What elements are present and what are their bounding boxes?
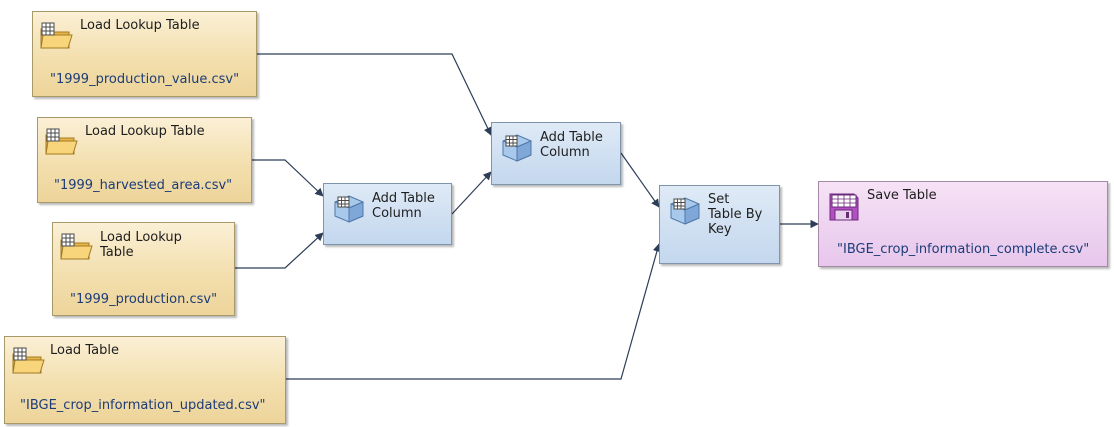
floppy-disk-icon (829, 193, 859, 221)
cube-table-icon (670, 197, 700, 225)
node-file-name: "IBGE_crop_information_updated.csv" (20, 398, 266, 413)
node-title: Load Lookup Table (100, 230, 182, 260)
cube-table-icon (502, 134, 532, 162)
folder-table-icon (45, 128, 78, 155)
node-load-table-crop-information[interactable]: Load Table "IBGE_crop_information_update… (4, 336, 286, 424)
node-save-table[interactable]: Save Table "IBGE_crop_information_comple… (818, 181, 1108, 267)
node-file-name: "IBGE_crop_information_complete.csv" (837, 242, 1090, 257)
connector-add1-to-add2 (451, 171, 492, 215)
node-add-table-column-1[interactable]: Add Table Column (323, 183, 452, 245)
node-title: Load Table (50, 343, 119, 358)
connector-load2-to-add1 (252, 159, 324, 197)
node-set-table-by-key[interactable]: Set Table By Key (659, 185, 780, 264)
node-load-lookup-production-value[interactable]: Load Lookup Table "1999_production_value… (32, 11, 257, 97)
node-title: Add Table Column (540, 130, 603, 160)
node-add-table-column-2[interactable]: Add Table Column (491, 122, 621, 185)
node-title: Set Table By Key (708, 192, 763, 237)
node-load-lookup-harvested-area[interactable]: Load Lookup Table "1999_harvested_area.c… (37, 117, 252, 203)
connector-load1-to-add2 (257, 53, 492, 136)
folder-table-icon (12, 347, 45, 374)
node-title: Save Table (867, 188, 937, 203)
node-file-name: "1999_harvested_area.csv" (54, 178, 233, 193)
folder-table-icon (40, 22, 73, 49)
connector-add2-to-setkey (620, 152, 660, 208)
folder-table-icon (60, 233, 93, 260)
node-title: Load Lookup Table (80, 18, 200, 33)
connector-load3-to-add1 (235, 232, 324, 269)
node-title: Add Table Column (372, 191, 435, 221)
node-title: Load Lookup Table (85, 124, 205, 139)
node-file-name: "1999_production.csv" (70, 292, 218, 307)
node-file-name: "1999_production_value.csv" (50, 72, 240, 87)
connector-load4-to-setkey (286, 243, 661, 380)
cube-table-icon (334, 195, 364, 223)
node-load-lookup-production[interactable]: Load Lookup Table "1999_production.csv" (52, 222, 235, 316)
